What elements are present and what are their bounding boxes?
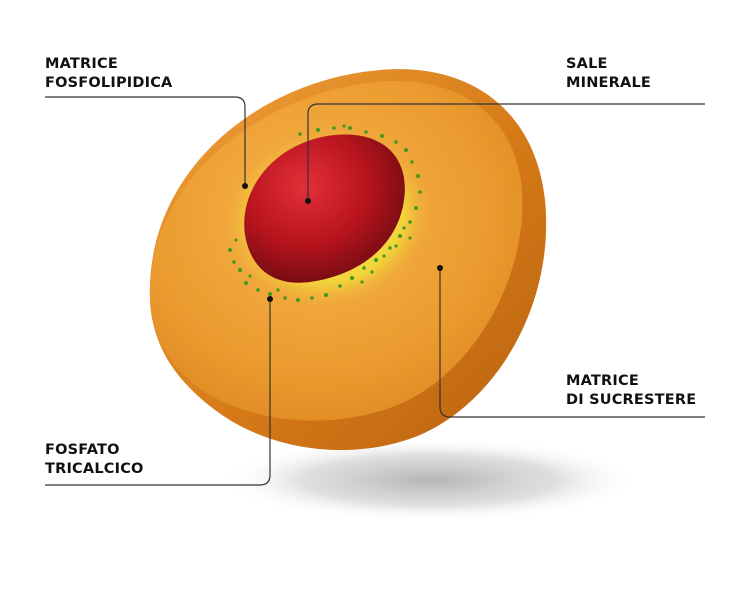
dot-matrice-sucrestere — [437, 265, 443, 271]
dot-fosfato-tricalcico — [267, 296, 273, 302]
leader-line-matrice-fosfolipidica — [45, 96, 246, 185]
label-line1: FOSFATO — [45, 442, 120, 458]
leader-line-matrice-sucrestere — [439, 268, 705, 418]
green-particles — [228, 124, 422, 302]
label-fosfato-tricalcico: FOSFATO TRICALCICO — [45, 441, 144, 479]
label-line2: DI SUCRESTERE — [566, 392, 697, 408]
leader-dots — [242, 183, 443, 302]
red-core — [244, 134, 405, 283]
leader-lines — [45, 96, 705, 486]
leader-line-fosfato-tricalcico — [45, 300, 271, 486]
label-line1: SALE — [566, 56, 608, 72]
dot-sale-minerale — [305, 198, 311, 204]
label-line2: MINERALE — [566, 75, 651, 91]
label-matrice-fosfolipidica: MATRICE FOSFOLIPIDICA — [45, 55, 172, 93]
label-line1: MATRICE — [566, 373, 639, 389]
dot-matrice-fosfolipidica — [242, 183, 248, 189]
label-line2: FOSFOLIPIDICA — [45, 75, 173, 91]
drop-shadow — [220, 438, 640, 522]
label-sale-minerale: SALE MINERALE — [566, 55, 651, 93]
label-matrice-sucrestere: MATRICE DI SUCRESTERE — [566, 372, 696, 410]
leader-line-sale-minerale — [307, 103, 705, 200]
label-line2: TRICALCICO — [45, 461, 144, 477]
label-line1: MATRICE — [45, 56, 118, 72]
